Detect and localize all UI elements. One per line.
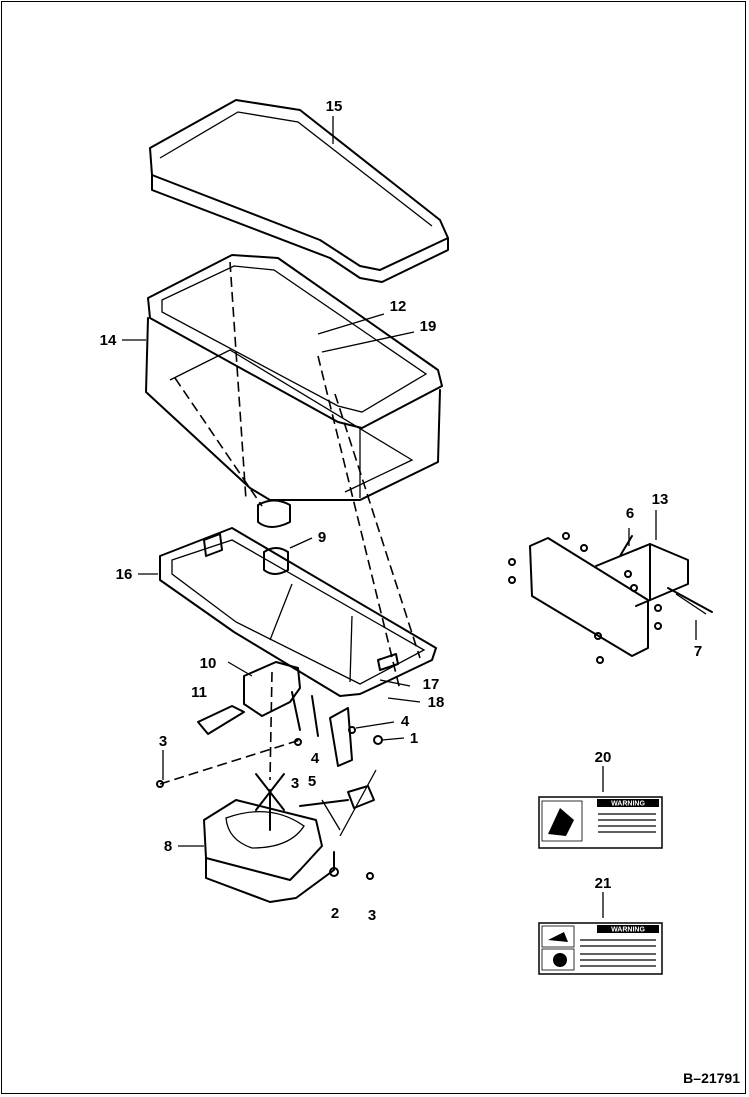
figure-reference-number: B–21791 — [683, 1070, 740, 1086]
decal-part-20: WARNING — [538, 796, 663, 849]
decal20-heading: WARNING — [611, 801, 645, 808]
callout-21: 21 — [595, 875, 612, 892]
callout-8: 8 — [164, 838, 172, 855]
decal-part-21: WARNING — [538, 922, 663, 975]
callout-20: 20 — [595, 749, 612, 766]
lid-part-15 — [149, 99, 449, 283]
mounting-bracket-part-13 — [508, 532, 713, 664]
spinner-housing-part-8 — [203, 769, 377, 903]
callout-12: 12 — [390, 298, 407, 315]
callout-17: 17 — [423, 676, 440, 693]
callout-9: 9 — [318, 529, 326, 546]
callout-19: 19 — [420, 318, 437, 335]
callout-13: 13 — [652, 491, 669, 508]
callout-15: 15 — [326, 98, 343, 115]
callout-labels: 15 14 12 19 9 16 10 11 17 18 4 1 3 4 3 5… — [100, 98, 703, 924]
spinner-mount-parts — [156, 661, 383, 788]
callout-5: 5 — [308, 773, 316, 790]
bushing-part-9 — [263, 537, 313, 575]
callout-11: 11 — [191, 684, 207, 701]
callout-3c: 3 — [368, 907, 376, 924]
callout-3a: 3 — [159, 733, 167, 750]
callout-leaders — [122, 116, 697, 918]
callout-3b: 3 — [291, 775, 299, 792]
hopper-part-14 — [145, 254, 443, 528]
frame-part-16 — [159, 355, 437, 697]
callout-2: 2 — [331, 905, 339, 922]
callout-4a: 4 — [401, 713, 410, 730]
callout-10: 10 — [200, 655, 217, 672]
callout-4b: 4 — [311, 750, 320, 767]
callout-14: 14 — [100, 332, 117, 349]
callout-1: 1 — [410, 730, 418, 747]
decal21-heading: WARNING — [611, 927, 645, 934]
callout-16: 16 — [116, 566, 133, 583]
callout-6: 6 — [626, 505, 634, 522]
callout-18: 18 — [428, 694, 445, 711]
callout-7: 7 — [694, 643, 702, 660]
